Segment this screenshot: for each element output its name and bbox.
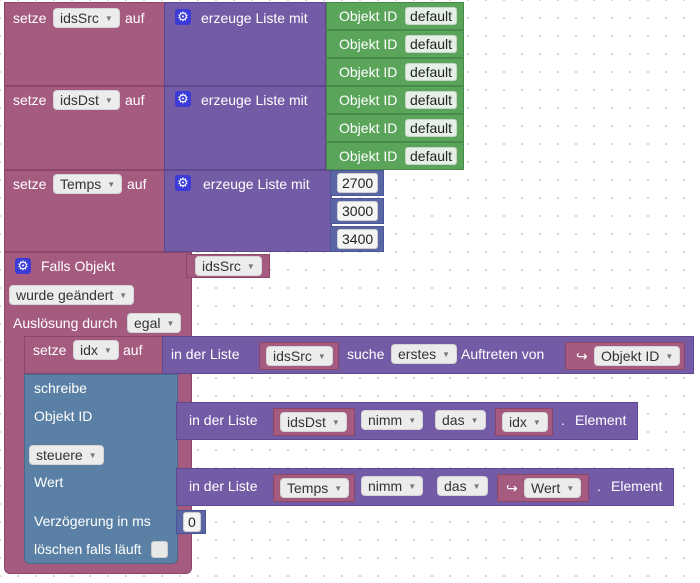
object-id-label: Objekt ID [34,408,93,424]
position-dropdown[interactable]: das▼ [437,476,488,496]
var-dropdown-temps[interactable]: Temps▼ [280,478,350,498]
gear-icon[interactable]: ⚙ [175,175,191,191]
object-id-label: Objekt ID [339,148,398,164]
wert-label: Wert [34,474,64,490]
setze-label: setze [13,10,47,26]
number-field[interactable]: 2700 [337,173,379,193]
var-dropdown-idsSrc[interactable]: idsSrc▼ [266,346,333,366]
arrow-icon: ↪ [506,480,518,496]
number-block[interactable]: 2700 [330,170,384,196]
set-idsDst-block[interactable]: setze idsDst▼ auf [4,86,166,170]
default-field[interactable]: default [405,63,458,81]
object-id-block[interactable]: Objekt ID default [326,58,464,86]
default-field[interactable]: default [405,119,458,137]
var-dropdown-idsSrc[interactable]: idsSrc▼ [53,8,120,28]
var-getter-idsSrc[interactable]: idsSrc▼ [259,342,339,370]
create-list-label: erzeuge Liste mit [201,92,308,108]
var-dropdown-idsDst[interactable]: idsDst▼ [280,412,347,432]
var-getter-idsDst[interactable]: idsDst▼ [273,408,355,436]
number-field[interactable]: 3000 [337,201,379,221]
number-block[interactable]: 3000 [330,198,384,224]
object-id-block[interactable]: Objekt ID default [326,2,464,30]
control-block[interactable]: schreibe Objekt ID steuere▼ Wert Verzöge… [24,374,178,564]
trigger-dropdown[interactable]: egal▼ [127,313,182,333]
number-block[interactable]: 3400 [330,226,384,252]
value-dropdown[interactable]: Wert▼ [524,478,582,498]
delay-number-block[interactable]: 0 [176,510,206,534]
object-id-block[interactable]: Objekt ID default [326,86,464,114]
object-id-label: Objekt ID [339,64,398,80]
get-value-block[interactable]: ↪ Wert▼ [497,474,589,502]
default-field[interactable]: default [405,35,458,53]
create-list-block-1[interactable]: ⚙ erzeuge Liste mit [164,2,326,86]
gear-icon[interactable]: ⚙ [175,91,191,107]
var-getter-idx[interactable]: idx▼ [495,408,553,436]
falls-objekt-label: Falls Objekt [41,258,115,274]
var-dropdown-idsSrc[interactable]: idsSrc▼ [195,256,262,276]
arrow-icon: ↪ [576,348,588,364]
trigger-object-input[interactable]: idsSrc▼ [186,254,270,278]
find-mode-dropdown[interactable]: erstes▼ [391,344,458,364]
number-field[interactable]: 3400 [337,229,379,249]
gear-icon[interactable]: ⚙ [15,258,31,274]
object-id-label: Objekt ID [339,120,398,136]
set-temps-block[interactable]: setze Temps▼ auf [4,170,166,252]
var-dropdown-idx[interactable]: idx▼ [73,340,119,360]
object-id-block[interactable]: Objekt ID default [326,114,464,142]
element-label: Element [575,412,627,428]
clear-running-checkbox[interactable] [151,541,168,558]
get-mode-dropdown[interactable]: nimm▼ [361,476,424,496]
auf-label: auf [125,92,145,108]
var-dropdown-idsDst[interactable]: idsDst▼ [53,90,120,110]
auf-label: auf [125,10,145,26]
set-idx-block[interactable]: setze idx▼ auf [24,336,164,374]
object-id-label: Objekt ID [339,36,398,52]
default-field[interactable]: default [405,147,458,165]
delay-field[interactable]: 0 [183,512,201,532]
in-der-liste-label: in der Liste [189,412,258,428]
object-id-label: Objekt ID [339,8,398,24]
var-dropdown-temps[interactable]: Temps▼ [53,174,123,194]
get-mode-dropdown[interactable]: nimm▼ [361,410,424,430]
in-der-liste-label: in der Liste [171,346,240,362]
in-der-liste-label: in der Liste [189,478,258,494]
list-get-block-1[interactable]: in der Liste idsDst▼ nimm▼ das▼ idx▼ . E… [176,402,638,440]
auftreten-label: Auftreten von [461,346,545,362]
create-list-label: erzeuge Liste mit [203,176,310,192]
list-indexof-block[interactable]: in der Liste idsSrc▼ suche erstes▼ Auftr… [162,336,694,374]
object-id-dropdown[interactable]: Objekt ID▼ [594,346,681,366]
object-id-block[interactable]: Objekt ID default [326,142,464,170]
var-dropdown-idx[interactable]: idx▼ [502,412,548,432]
set-idsSrc-block[interactable]: setze idsSrc▼ auf [4,2,166,86]
setze-label: setze [13,176,47,192]
change-mode-dropdown[interactable]: wurde geändert▼ [9,285,135,305]
suche-label: suche [347,346,385,362]
create-list-label: erzeuge Liste mit [201,10,308,26]
setze-label: setze [13,92,47,108]
ausloesung-label: Auslösung durch [13,315,118,331]
delay-label: Verzögerung in ms [34,513,151,529]
position-dropdown[interactable]: das▼ [435,410,486,430]
object-id-label: Objekt ID [339,92,398,108]
var-getter-temps[interactable]: Temps▼ [273,474,355,502]
dot-label: . [561,412,565,428]
default-field[interactable]: default [405,7,458,25]
setze-label: setze [33,342,67,358]
default-field[interactable]: default [405,91,458,109]
auf-label: auf [127,176,147,192]
element-label: Element [611,478,663,494]
write-mode-dropdown[interactable]: steuere▼ [29,445,104,465]
list-get-block-2[interactable]: in der Liste Temps▼ nimm▼ das▼ ↪ Wert▼ .… [176,468,674,506]
object-id-block[interactable]: Objekt ID default [326,30,464,58]
auf-label: auf [123,342,143,358]
gear-icon[interactable]: ⚙ [175,9,191,25]
dot-label: . [597,478,601,494]
create-list-block-3[interactable]: ⚙ erzeuge Liste mit [164,170,332,252]
get-object-id-block[interactable]: ↪ Objekt ID▼ [565,342,685,370]
schreibe-label: schreibe [34,380,87,396]
create-list-block-2[interactable]: ⚙ erzeuge Liste mit [164,86,326,170]
clear-running-label: löschen falls läuft [34,541,142,557]
